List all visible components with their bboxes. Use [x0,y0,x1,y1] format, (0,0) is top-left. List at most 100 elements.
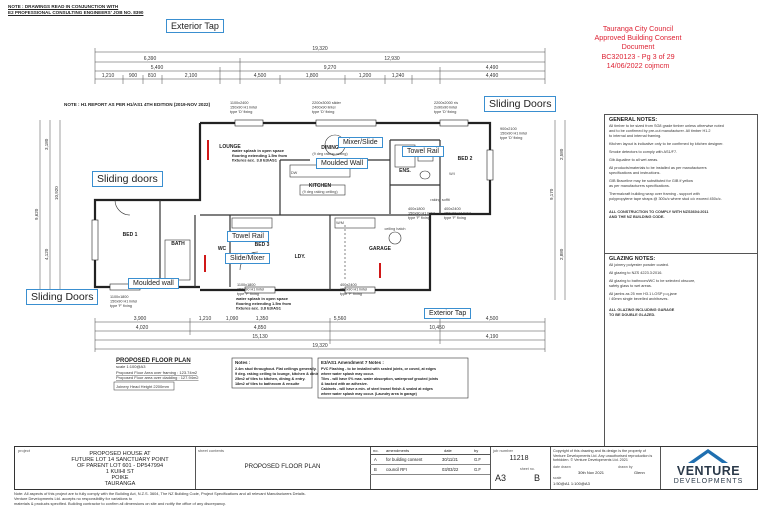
tb-amendments-cell: no. amendments date by A for building co… [370,447,491,489]
internal-walls [159,139,441,290]
tb-drawn-label: drawn by [618,465,633,469]
dim-top-r4-h: 1,240 [392,73,405,79]
plan-scale: scale 1:100@A3 [116,364,146,369]
dim-bottom-r1-b: 1,210 [199,316,212,322]
w8-fixing: type 'F' fixing [340,292,362,296]
room-bath: BATH [171,241,185,247]
dim-top-r4-b: 900 [129,73,138,79]
laundry-bench [334,217,376,229]
footnote-line-1: Note: All aspects of this project are to… [14,491,306,496]
tb-project-line-2: FUTURE LOT 14 SANCTUARY POINT [71,457,169,463]
w7-size: 400x2400 [444,207,461,211]
dim-left-b: 3,180 [44,138,49,150]
dim-left-c: 4,120 [44,248,49,260]
dim-right-b: 2,580 [559,148,564,160]
amend-header-amendments: amendments [386,448,410,453]
w1-size: 1100x2400 [230,101,249,105]
general-notes-footer-2: AND THE NZ BUILDING CODE. [609,215,665,219]
tb-date-drawn: 30th Nov 2021 [578,470,605,475]
general-note-4: Kitchen layout is indicative only to be … [609,142,724,146]
callout-sliding-doors-bottom: Sliding Doors [26,289,99,305]
dim-right-a: 9,170 [549,188,554,200]
tb-project-line-5: POIKE [111,475,129,481]
amendment-line-6: where water splash may occur. (Laundry a… [320,392,418,396]
notes-line-4: 18m2 of tiles to bathroom & ensuite [235,382,299,386]
footnote-line-2: Venture Developments Ltd. accepts no res… [14,496,133,501]
dishwasher-label: DW [291,171,298,175]
amendment-line-2: where water splash may occur. [320,372,374,376]
dim-top-r4-d: 2,100 [185,73,198,79]
ceiling-hatch-label: ceiling hatch [384,227,405,231]
general-note-3: to internal and internal framing. [609,134,662,138]
tb-project-line-1: PROPOSED HOUSE AT [89,451,151,457]
dim-top-r4-c: 810 [148,73,157,79]
amendment-box [317,357,469,399]
venture-logo-mark [688,449,728,463]
room-bed3: BED 3 [255,242,270,248]
callout-exterior-tap-bottom: Exterior Tap [424,308,472,319]
tb-project-label: project [18,448,31,453]
dim-bottom-r3-a: 15,130 [252,334,268,340]
tb-job-cell: job number 11218 A3 sheet no. B [490,447,551,489]
dim-top-r3-c: 4,490 [486,65,499,71]
amend-a-no: A [374,457,377,462]
dim-top-r4-f: 1,800 [306,73,319,79]
w6-fixing: type 'F' fixing [408,216,430,220]
glazing-note-6: / 40mm single bevelled architraves. [609,297,669,301]
water-splash-markers [204,140,381,278]
walk-in-label: W/I [449,172,455,176]
dim-top-r4-g: 1,200 [359,73,372,79]
windows [91,119,494,294]
w1-fixing: type 'D' fixing [230,110,252,114]
room-bed2: BED 2 [458,156,473,162]
tb-revision: B [534,473,541,483]
notes-box [231,357,313,389]
tb-logo-cell: VENTURE DEVELOPMENTS [660,447,757,489]
splash-bottom-3: fixtures acc. 3.8 E3/AS1 [236,306,282,311]
glazing-notes-footer-1: ALL GLAZING INCLUDING GARAGE [609,308,675,312]
fixtures [114,134,434,281]
stamp-line-1: Tauranga City Council [602,24,674,33]
tb-copyright-3: forbidden. © Venture Developments Ltd. 2… [553,458,628,463]
dining-ceiling-note: (9 deg raking ceiling) [312,152,348,156]
callout-towel-rail-bath: Towel Rail [227,231,269,242]
room-kitchen: KITCHEN [309,183,332,189]
general-note-7: All products/materials to be installed a… [609,166,707,170]
engineer-note-line2: E2 PROFESSIONAL CONSULTING ENGINEERS' JO… [8,9,144,15]
dim-top-r4-i: 4,490 [486,73,499,79]
kitchen-island [299,184,346,196]
splash-top-1: water splash in open space [231,148,285,153]
title-block: project PROPOSED HOUSE AT FUTURE LOT 14 … [14,446,758,490]
glazing-note-2: All glazing to NZS 4223.3:2016. [609,271,663,275]
joinery-height: Joinery Head Height 2200mm [116,384,170,389]
dim-bottom-r1-c: 1,090 [226,316,239,322]
callout-sliding-doors-left: Sliding doors [92,171,163,187]
notes-line-1: 2.4m stud throughout. Flat ceilings gene… [235,367,317,371]
callout-exterior-tap-top: Exterior Tap [166,19,224,33]
amendment-line-1: PVC Flashing - to be installed with seal… [321,367,436,371]
notes-line-3: 25m2 of tiles to kitchen, dining & entry… [235,377,306,381]
room-ensuite: ENS. [399,168,411,174]
splash-top-2: flooring extending 1.5m from [232,153,288,158]
callout-mixer-slide: Mixer/Slide [338,137,383,148]
dim-top-r2-b: 12,930 [384,56,400,62]
tb-job-number: 11218 [509,455,529,462]
dim-top-r3-b: 9,270 [324,65,337,71]
w8-size: 400x2400 [340,283,357,287]
amendment-title: E3/AS1 Amendment 7 Notes : [321,360,384,365]
top-dimensions [94,48,546,84]
callout-moulded-wall-mid: Moulded Wall [316,158,369,169]
dim-bottom-r1-e: 5,560 [334,316,347,322]
tb-sheet-contents-label: sheet contents [198,448,225,453]
amend-b-by: G.F [474,467,481,472]
w5-lintel: 150x90 H1 lintel [237,288,264,292]
stamp-line-3: BC320123 - Pg 3 of 29 [601,51,675,61]
stamp-line-2: Approved Building Consent Document [594,33,682,52]
w6-size: 400x1800 [408,207,425,211]
